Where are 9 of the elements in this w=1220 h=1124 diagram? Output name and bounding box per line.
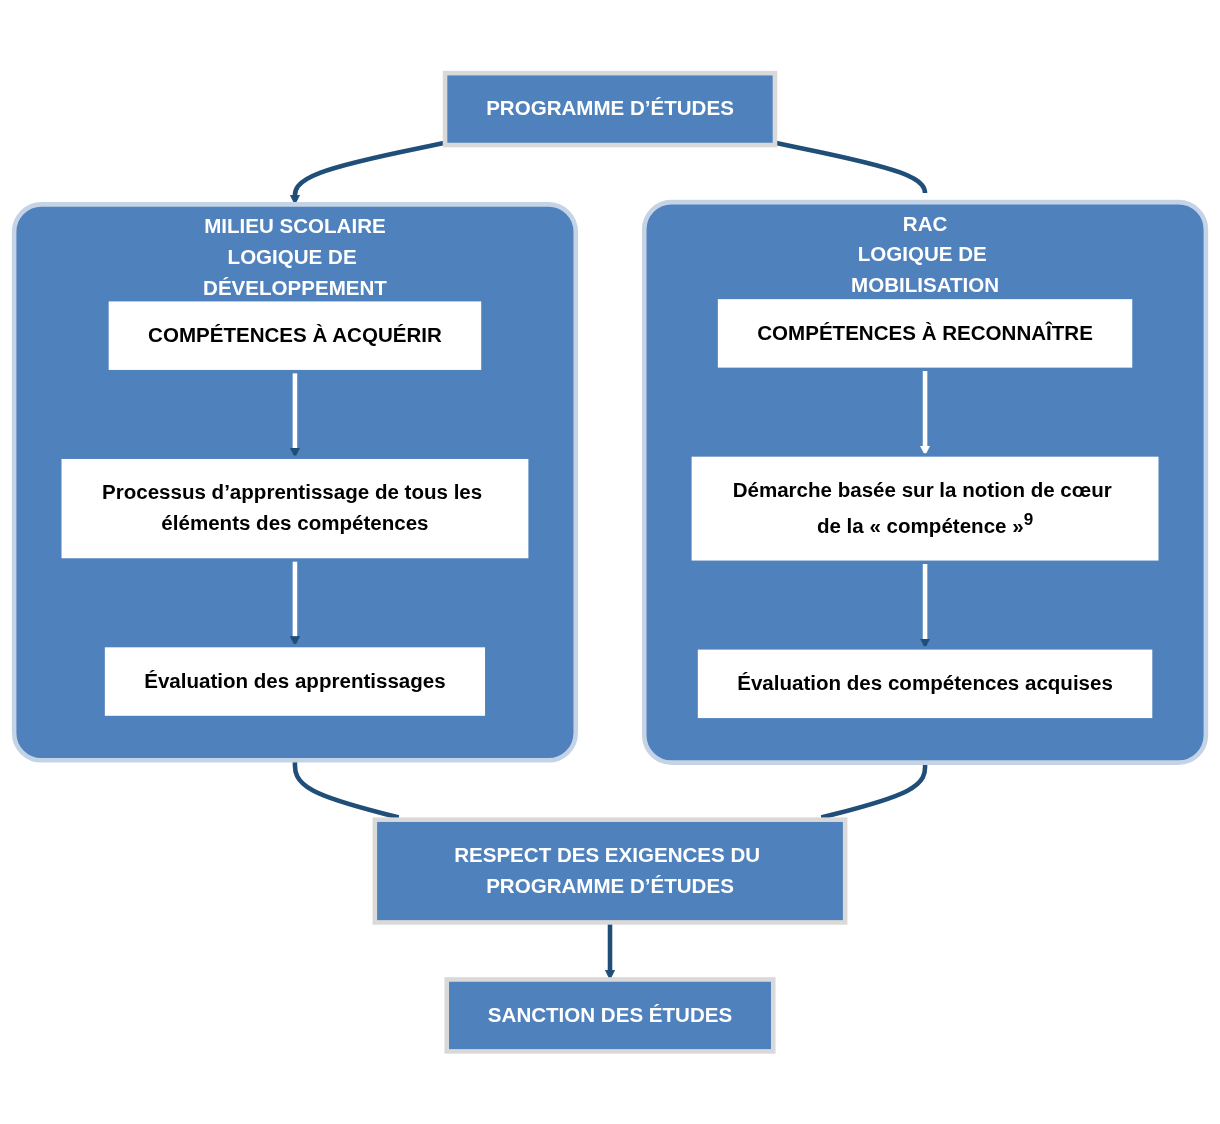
node-box: Processus d’apprentissage de tous les éléments des compétences — [58, 455, 532, 562]
node-box: Évaluation des apprentissages — [101, 643, 489, 719]
node-box: SANCTION DES ÉTUDES — [444, 976, 776, 1054]
node-box: Évaluation des compétences acquises — [694, 645, 1156, 722]
node-box: PROGRAMME D’ÉTUDES — [442, 70, 778, 148]
arrow — [605, 922, 615, 980]
node-box: Démarche basée sur la notion de cœur de la « compétence »$^{9}$ — [688, 453, 1162, 564]
arrow — [289, 559, 300, 646]
node-box: RESPECT DES EXIGENCES DU PROGRAMME D’ÉTUDES — [372, 817, 848, 925]
